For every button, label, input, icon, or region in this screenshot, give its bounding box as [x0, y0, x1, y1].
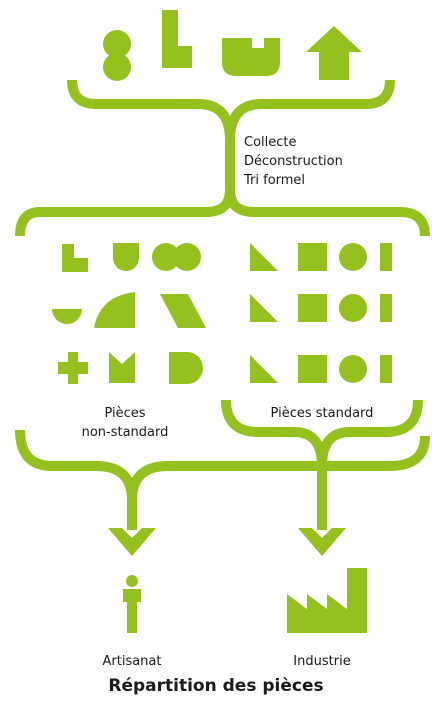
label-non-standard: Pièces non-standard	[60, 404, 190, 442]
step-collecte: Collecte	[244, 135, 297, 150]
l-shape-piece	[162, 10, 192, 68]
top-bracket-right	[225, 79, 395, 141]
label-standard: Pièces standard	[270, 406, 374, 421]
step-deconstruction: Déconstruction	[244, 154, 343, 169]
standard-pieces-row-1	[250, 243, 392, 271]
bottom-bracket-left	[15, 429, 137, 530]
quarter-circle-piece	[94, 292, 135, 328]
label-non-standard-line2: non-standard	[81, 425, 169, 440]
standard-pieces-row-3	[250, 355, 392, 383]
l-small-piece	[62, 244, 88, 272]
cross-piece	[58, 352, 88, 384]
d-shape-piece	[169, 352, 203, 384]
standard-bracket-r	[317, 399, 423, 467]
top-bracket	[15, 79, 235, 237]
double-circle-piece	[152, 243, 201, 271]
step-tri-formel: Tri formel	[244, 173, 306, 188]
standard-bracket	[221, 399, 327, 467]
artisan-icon	[123, 575, 141, 633]
notched-square-piece	[109, 352, 135, 383]
factory-icon	[287, 568, 367, 633]
half-circle-piece	[52, 309, 82, 324]
process-steps: Collecte Déconstruction Tri formel	[244, 133, 343, 190]
arrow-head-artisanat	[108, 528, 156, 556]
parallelogram-piece	[160, 294, 206, 328]
diagram-title: Répartition des pièces	[108, 676, 324, 696]
standard-pieces-row-2	[250, 294, 392, 322]
bottom-bracket-left-r	[127, 461, 322, 501]
up-arrow-piece	[306, 26, 362, 80]
right-bracket-right	[322, 435, 430, 471]
middle-bracket-right	[225, 189, 430, 237]
u-shape-piece	[113, 243, 139, 271]
figure-eight-piece	[103, 30, 131, 81]
double-u-piece	[222, 38, 280, 76]
arrow-head-industrie	[298, 528, 346, 556]
label-artisanat: Artisanat	[102, 654, 162, 669]
label-non-standard-line1: Pièces	[104, 406, 146, 421]
label-industrie: Industrie	[293, 654, 351, 669]
